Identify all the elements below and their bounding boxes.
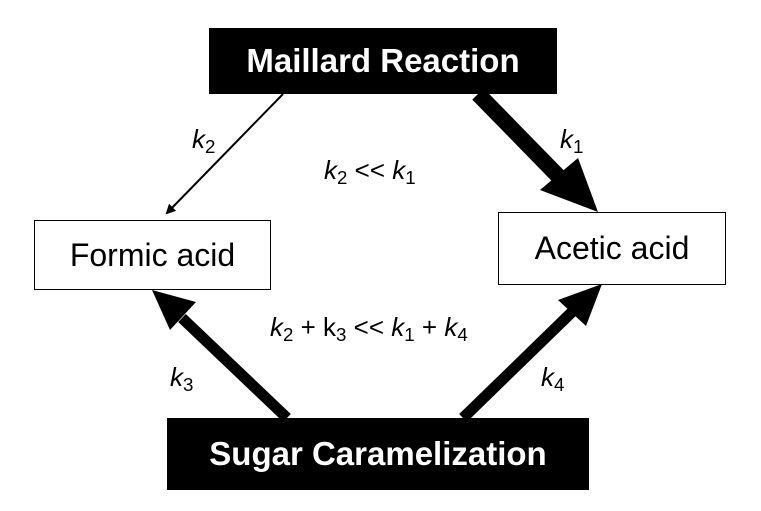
formic-acid-box: Formic acid: [34, 220, 271, 290]
rel1-b-subscript: 1: [405, 167, 416, 189]
acetic-acid-box: Acetic acid: [498, 212, 726, 285]
rate-label-k3: k3: [170, 362, 193, 396]
rel2-c-subscript: 1: [404, 324, 415, 346]
rel2-b-subscript: 3: [336, 324, 347, 346]
rate-label-k1: k1: [560, 124, 583, 158]
arrowhead-acetic-from-maillard: [540, 158, 598, 212]
arrow-maillard-to-formic: [165, 93, 284, 215]
k2-symbol: k: [192, 124, 205, 154]
k3-subscript: 3: [183, 374, 194, 396]
k3-symbol: k: [170, 362, 183, 392]
rel2-b-symbol: k: [323, 312, 337, 342]
sugar-caramelization-label: Sugar Caramelization: [209, 435, 547, 472]
acetic-acid-label: Acetic acid: [534, 230, 690, 266]
rel2-d-subscript: 4: [457, 324, 468, 346]
rel2-d-symbol: k: [444, 312, 458, 342]
rel1-a-subscript: 2: [337, 167, 348, 189]
rel2-plus1: +: [293, 312, 324, 342]
maillard-reaction-label: Maillard Reaction: [246, 42, 520, 79]
arrowhead-formic-from-sugar: [152, 290, 196, 330]
maillard-reaction-box: Maillard Reaction: [209, 28, 557, 94]
rel2-a-subscript: 2: [283, 324, 294, 346]
rel2-operator: <<: [346, 312, 392, 342]
arrowhead-acetic-from-sugar: [558, 284, 602, 326]
rate-label-k4: k4: [541, 362, 564, 396]
arrow-sugar-to-acetic: [459, 308, 576, 422]
rel2-a-symbol: k: [270, 312, 283, 342]
k2-subscript: 2: [205, 136, 216, 158]
k4-symbol: k: [541, 362, 554, 392]
formic-acid-label: Formic acid: [69, 236, 236, 273]
rel1-operator: <<: [347, 155, 393, 185]
relation-sum-inequality: k2 + k3 << k1 + k4: [270, 312, 468, 346]
k1-symbol: k: [560, 124, 573, 154]
rel1-b-symbol: k: [392, 155, 406, 185]
sugar-caramelization-box: Sugar Caramelization: [167, 418, 589, 490]
arrow-sugar-to-formic: [178, 314, 291, 422]
rel1-a-symbol: k: [324, 155, 337, 185]
k1-subscript: 1: [573, 136, 584, 158]
relation-k2-much-less-k1: k2 << k1: [324, 155, 416, 189]
rel2-c-symbol: k: [391, 312, 405, 342]
rel2-plus2: +: [414, 312, 445, 342]
arrow-maillard-to-acetic: [472, 88, 568, 186]
rate-label-k2: k2: [192, 124, 215, 158]
k4-subscript: 4: [554, 374, 565, 396]
